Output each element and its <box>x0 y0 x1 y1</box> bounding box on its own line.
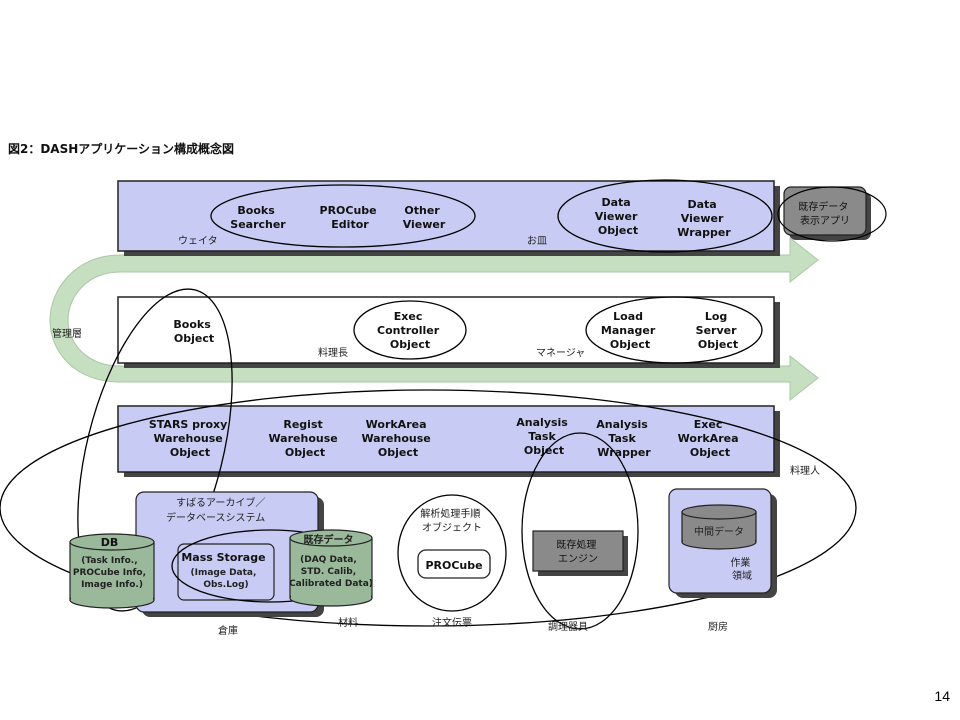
work-area-label: 作業 領域 <box>730 556 753 582</box>
bottom-object-workarea-warehouse: WorkArea Warehouse Object <box>361 418 434 459</box>
existing-data-label: 既存データ (DAQ Data, STD. Calib, Calibrated … <box>289 528 373 589</box>
engine-box <box>532 530 624 572</box>
top-object-data-viewer-wrapper: Data Viewer Wrapper <box>677 198 731 239</box>
db-label: DB (Task Info., PROCube Info, Image Info… <box>73 531 151 590</box>
procedure-ellipse <box>397 494 507 612</box>
label-head-chef: 料理長 <box>318 346 348 359</box>
external-app-label: 既存データ 表示アプリ <box>798 200 851 227</box>
procube-box <box>417 549 491 579</box>
label-plate: お皿 <box>527 235 547 247</box>
archive-title: すばるアーカイブ／ データベースシステム <box>166 496 269 524</box>
tools-ellipse <box>521 432 639 630</box>
bottom-object-regist-warehouse: Regist Warehouse Object <box>268 418 341 459</box>
procedure-title: 解析処理手順 オブジェクト <box>420 507 483 534</box>
caption-order-slip: 注文伝票 <box>432 616 472 629</box>
caption-cooking-tools: 調理器具 <box>548 620 588 633</box>
mass-storage-label: Mass Storage (Image Data, Obs.Log) <box>181 546 270 590</box>
label-cook: 料理人 <box>790 464 820 477</box>
manager-group-ellipse <box>585 296 763 364</box>
top-object-other-viewer: Other Viewer <box>403 204 446 231</box>
mid-object-books-object: Books Object <box>173 318 214 345</box>
label-manager: マネージャ <box>536 347 585 359</box>
label-waiter: ウェイタ <box>178 235 218 247</box>
db-cylinder <box>69 533 155 609</box>
mid-object-exec-controller: Exec Controller Object <box>377 310 443 351</box>
mid-object-load-manager: Load Manager Object <box>601 310 659 351</box>
existing-data-cylinder <box>289 529 373 607</box>
bottom-object-analysis-task-object: Analysis Task Object <box>516 416 571 457</box>
intermediate-data-label: 中間データ <box>694 525 744 538</box>
top-object-procube-editor: PROCube Editor <box>320 204 381 231</box>
engine-label: 既存処理 エンジン <box>556 538 599 565</box>
data-viewer-group-ellipse <box>557 179 773 253</box>
kitchen-ellipse <box>0 389 857 627</box>
top-layer <box>117 180 775 252</box>
mass-storage-box <box>177 543 275 601</box>
mid-object-log-server: Log Server Object <box>696 310 741 351</box>
figure-title: 図2：DASHアプリケーション構成概念図 <box>8 141 234 156</box>
caption-materials: 材料 <box>338 616 358 629</box>
books-db-ellipse <box>77 288 233 612</box>
top-object-books-searcher: Books Searcher <box>230 204 286 231</box>
caption-kitchen: 厨房 <box>708 620 728 633</box>
label-management-layer: 管理層 <box>52 327 82 340</box>
viewer-group-ellipse <box>210 184 476 248</box>
exec-controller-ellipse <box>353 300 467 360</box>
page-number: 14 <box>934 688 950 704</box>
bottom-object-exec-workarea: Exec WorkArea Object <box>678 418 743 459</box>
bottom-object-stars-proxy: STARS proxy Warehouse Object <box>149 418 231 459</box>
procube-label: PROCube <box>425 559 482 572</box>
caption-warehouse: 倉庫 <box>218 624 238 637</box>
top-object-data-viewer-object: Data Viewer Object <box>595 196 641 237</box>
external-app-ellipse <box>777 186 887 242</box>
bottom-object-analysis-task-wrapper: Analysis Task Wrapper <box>596 418 651 459</box>
intermediate-data-cylinder <box>681 504 757 550</box>
